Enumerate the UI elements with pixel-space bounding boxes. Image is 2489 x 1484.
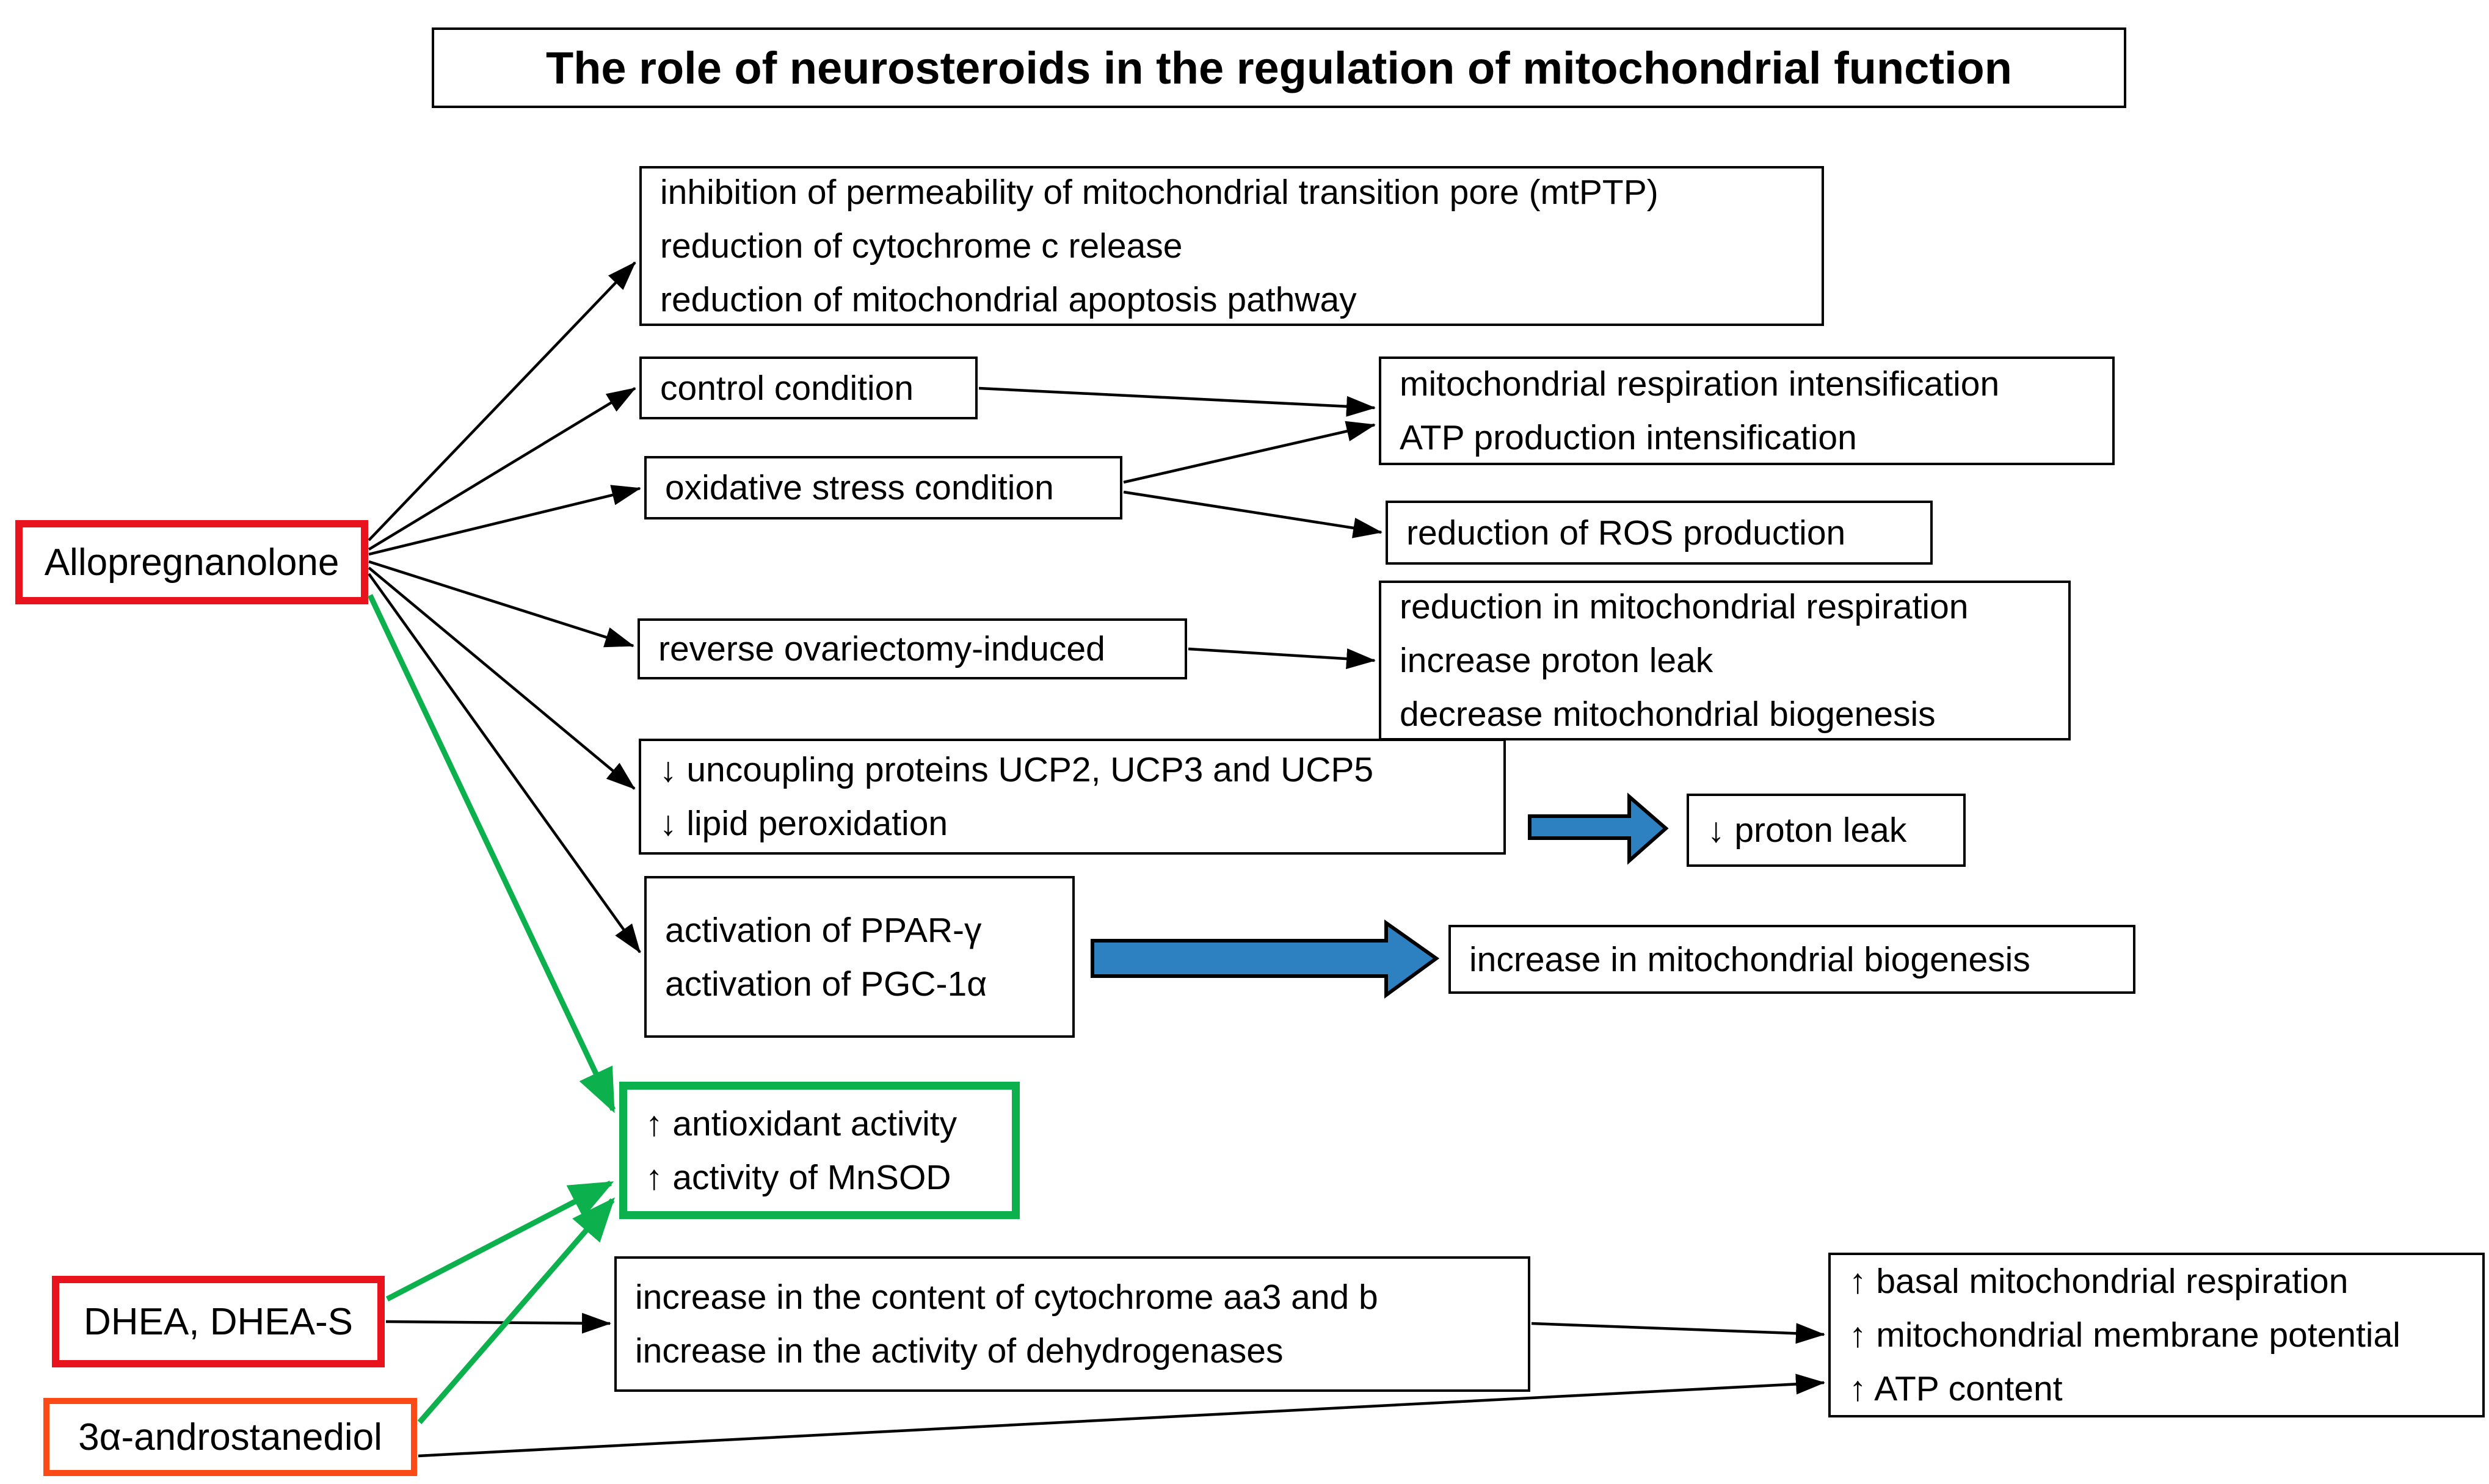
diagram-title: The role of neurosteroids in the regulat… xyxy=(432,27,2126,108)
box-ros-reduction-line: reduction of ROS production xyxy=(1406,513,1846,552)
green-arrow-androstanediol-to-mnsod xyxy=(417,1197,615,1424)
arrow-allo-to-ucp xyxy=(368,566,636,790)
box-mnsod: ↑ antioxidant activity ↑ activity of MnS… xyxy=(619,1082,1020,1219)
box-ppar-line: activation of PPAR-γ xyxy=(665,910,982,950)
box-ovariectomy-effects-line: reduction in mitochondrial respiration xyxy=(1400,587,1969,626)
green-arrow-allo-to-mnsod xyxy=(367,594,616,1113)
box-cytochrome: increase in the content of cytochrome aa… xyxy=(614,1256,1530,1392)
arrow-dhea-to-cytochrome xyxy=(385,1312,611,1334)
arrow-reverse-ovariectomy-to-effects xyxy=(1188,647,1376,670)
node-allopregnanolone: Allopregnanolone xyxy=(15,520,368,604)
blue-block-arrow-ucp-to-proton-leak xyxy=(1528,792,1669,865)
box-ucp-line: ↓ lipid peroxidation xyxy=(659,804,948,843)
node-androstanediol: 3α-androstanediol xyxy=(43,1398,417,1476)
box-control-condition-line: control condition xyxy=(660,368,914,408)
box-mnsod-line: ↑ activity of MnSOD xyxy=(645,1157,951,1197)
arrow-allo-to-oxidative xyxy=(368,485,641,556)
arrow-oxidative-to-ros xyxy=(1123,490,1383,538)
arrow-cytochrome-to-outcomes xyxy=(1531,1322,1825,1344)
green-arrow-dhea-to-mnsod xyxy=(385,1181,614,1301)
box-outcomes-line: ↑ mitochondrial membrane potential xyxy=(1849,1316,2400,1355)
box-biogenesis-increase: increase in mitochondrial biogenesis xyxy=(1448,925,2135,994)
box-oxidative-stress-line: oxidative stress condition xyxy=(665,468,1054,507)
box-ovariectomy-effects-line: decrease mitochondrial biogenesis xyxy=(1400,695,1936,734)
box-ppar: activation of PPAR-γ activation of PGC-1… xyxy=(644,876,1075,1038)
box-control-condition: control condition xyxy=(639,357,978,419)
box-oxidative-stress: oxidative stress condition xyxy=(644,456,1122,519)
box-mtptp: inhibition of permeability of mitochondr… xyxy=(639,166,1824,326)
box-outcomes-line: ↑ basal mitochondrial respiration xyxy=(1849,1262,2349,1301)
node-dhea: DHEA, DHEA-S xyxy=(52,1276,385,1367)
box-respiration-intensification-line: mitochondrial respiration intensificatio… xyxy=(1400,364,2000,404)
node-dhea-label: DHEA, DHEA-S xyxy=(84,1300,353,1343)
box-mtptp-line: inhibition of permeability of mitochondr… xyxy=(660,173,1659,212)
arrow-allo-to-mtptp xyxy=(368,261,636,541)
box-mtptp-line: reduction of mitochondrial apoptosis pat… xyxy=(660,280,1357,319)
box-proton-leak-line: ↓ proton leak xyxy=(1707,811,1907,850)
box-mnsod-line: ↑ antioxidant activity xyxy=(645,1104,957,1143)
arrow-oxidative-to-respiration xyxy=(1123,421,1376,484)
arrow-control-to-respiration xyxy=(978,386,1376,417)
box-outcomes-line: ↑ ATP content xyxy=(1849,1369,2063,1408)
box-respiration-intensification-line: ATP production intensification xyxy=(1400,418,1857,457)
arrow-androstanediol-to-outcomes xyxy=(418,1374,1825,1458)
box-outcomes: ↑ basal mitochondrial respiration ↑ mito… xyxy=(1828,1253,2485,1417)
box-respiration-intensification: mitochondrial respiration intensificatio… xyxy=(1379,357,2115,465)
box-cytochrome-line: increase in the content of cytochrome aa… xyxy=(635,1278,1378,1317)
box-ovariectomy-effects-line: increase proton leak xyxy=(1400,641,1713,680)
blue-block-arrow-ppar-to-biogenesis xyxy=(1091,919,1440,999)
box-mtptp-line: reduction of cytochrome c release xyxy=(660,226,1183,266)
box-biogenesis-increase-line: increase in mitochondrial biogenesis xyxy=(1469,939,2030,979)
arrow-allo-to-ppar xyxy=(368,573,641,954)
box-cytochrome-line: increase in the activity of dehydrogenas… xyxy=(635,1331,1284,1370)
box-ppar-line: activation of PGC-1α xyxy=(665,964,987,1004)
node-androstanediol-label: 3α-androstanediol xyxy=(78,1416,382,1458)
box-reverse-ovariectomy: reverse ovariectomy-induced xyxy=(638,618,1187,679)
arrow-allo-to-control xyxy=(368,387,636,551)
node-allopregnanolone-label: Allopregnanolone xyxy=(44,541,340,584)
box-reverse-ovariectomy-line: reverse ovariectomy-induced xyxy=(658,629,1105,668)
box-ovariectomy-effects: reduction in mitochondrial respiration i… xyxy=(1379,581,2071,740)
box-ucp: ↓ uncoupling proteins UCP2, UCP3 and UCP… xyxy=(639,739,1506,855)
box-proton-leak: ↓ proton leak xyxy=(1687,794,1966,867)
box-ros-reduction: reduction of ROS production xyxy=(1386,501,1933,565)
arrow-allo-to-reverse-ovariectomy xyxy=(368,560,634,648)
box-ucp-line: ↓ uncoupling proteins UCP2, UCP3 and UCP… xyxy=(659,750,1374,789)
